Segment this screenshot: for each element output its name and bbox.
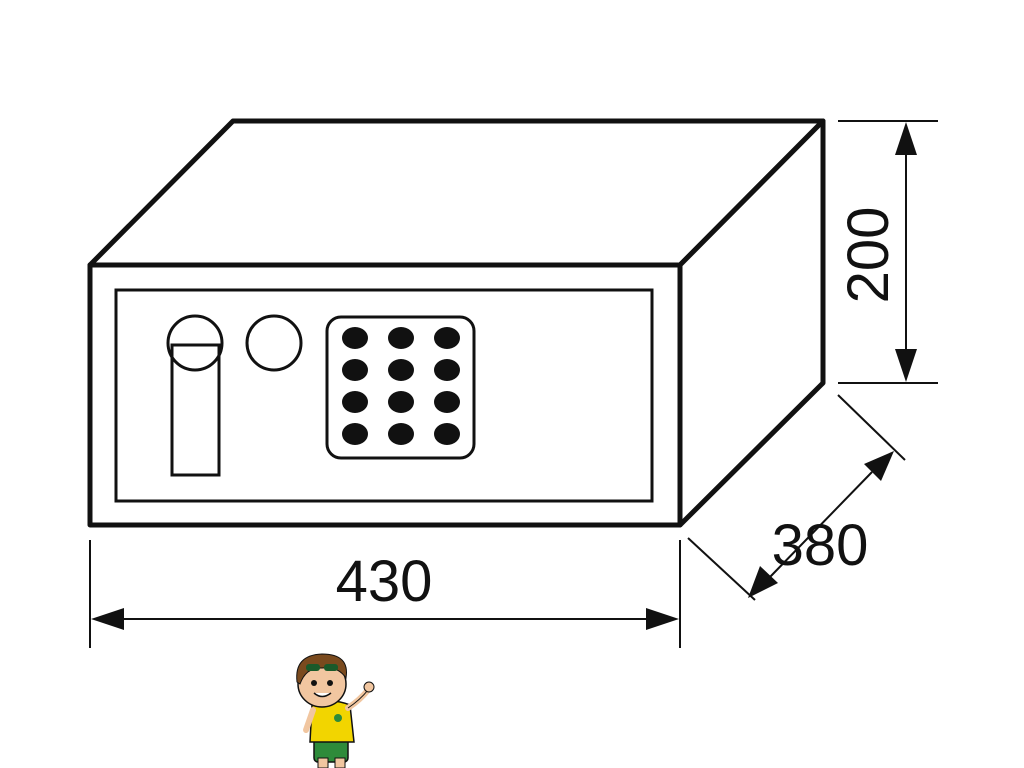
safe-front-face [87, 262, 683, 528]
keypad-keys [342, 327, 460, 445]
depth-arrow-back [864, 451, 894, 481]
height-arrow-bottom [895, 349, 917, 382]
width-dimension: 430 [89, 540, 681, 648]
depth-dimension: 380 [687, 394, 906, 601]
keypad-key [434, 359, 460, 381]
height-label: 200 [836, 207, 901, 304]
keypad-key [342, 423, 368, 445]
width-arrow-left [91, 608, 124, 630]
keypad-key [388, 327, 414, 349]
keypad-key [434, 327, 460, 349]
keypad-key [342, 327, 368, 349]
lock-cylinder [245, 314, 303, 372]
depth-extension-back [837, 394, 906, 461]
height-dimension: 200 [836, 120, 938, 384]
depth-dimension-line [769, 471, 873, 578]
keypad-key [434, 391, 460, 413]
width-label: 430 [336, 549, 433, 614]
handle-bar [170, 343, 221, 477]
mascot-boy-icon [296, 653, 375, 768]
keypad [325, 315, 476, 460]
keypad-key [388, 391, 414, 413]
keypad-key [434, 423, 460, 445]
depth-label: 380 [772, 513, 869, 578]
keypad-frame [325, 315, 476, 460]
keypad-key [342, 391, 368, 413]
depth-arrow-front [748, 566, 778, 598]
safe [87, 118, 826, 528]
keypad-key [342, 359, 368, 381]
keypad-key [388, 359, 414, 381]
keypad-key [388, 423, 414, 445]
depth-extension-front [687, 537, 756, 601]
safe-door-panel [114, 288, 654, 503]
handle [166, 314, 224, 477]
height-arrow-top [895, 122, 917, 155]
width-arrow-right [646, 608, 679, 630]
handle-knob [166, 314, 224, 372]
